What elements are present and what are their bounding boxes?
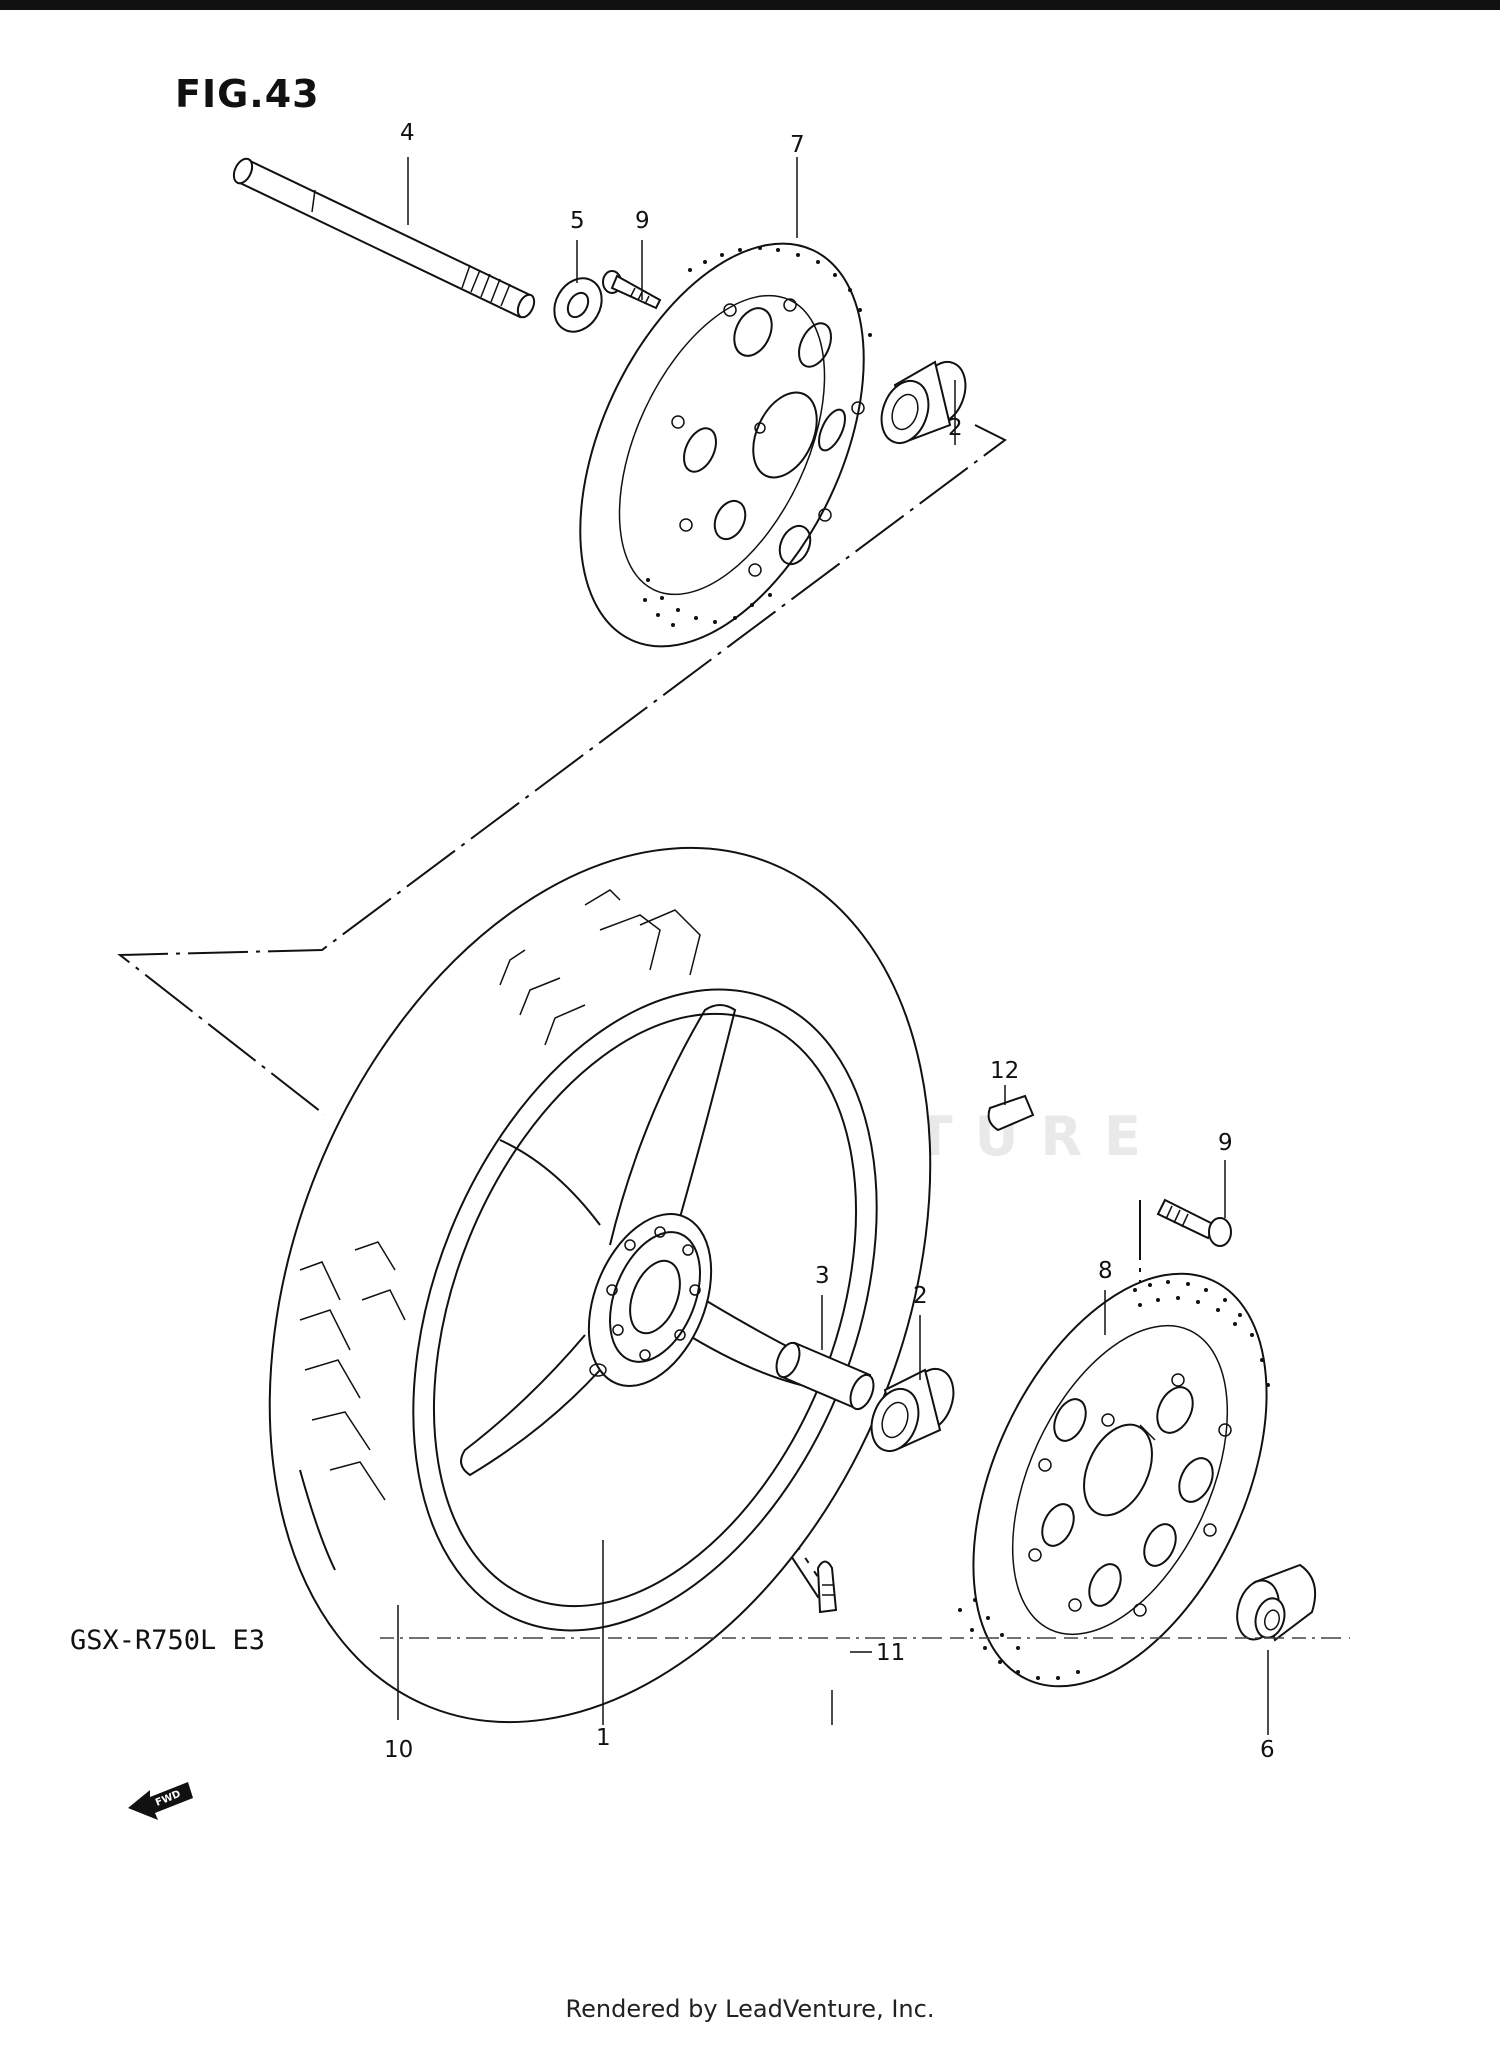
wheel-bearing-left[interactable]	[873, 355, 973, 449]
callout-5[interactable]: 5	[570, 208, 585, 234]
callout-3[interactable]: 3	[815, 1263, 830, 1289]
front-wheel[interactable]	[325, 921, 965, 1700]
model-code: GSX-R750L E3	[70, 1625, 266, 1656]
callout-11[interactable]: 11	[876, 1640, 905, 1666]
top-border	[0, 0, 1500, 10]
callout-10[interactable]: 10	[384, 1737, 413, 1763]
callout-12[interactable]: 12	[990, 1058, 1019, 1084]
callout-8[interactable]: 8	[1098, 1258, 1113, 1284]
callout-2-upper[interactable]: 2	[948, 415, 963, 441]
alignment-line-upper	[117, 424, 1007, 1116]
front-axle[interactable]	[230, 156, 537, 320]
callout-leaders	[397, 157, 1269, 1735]
brake-disc-right[interactable]	[914, 1228, 1327, 1732]
callout-9-upper[interactable]: 9	[635, 208, 650, 234]
callout-4[interactable]: 4	[400, 120, 415, 146]
callout-2-lower[interactable]: 2	[913, 1283, 928, 1309]
brake-disc-left[interactable]	[522, 199, 921, 690]
disc-bolt-upper[interactable]	[602, 270, 662, 310]
washer-spacer[interactable]	[545, 270, 611, 340]
wheel-spacer[interactable]	[772, 1340, 878, 1413]
collar-spacer[interactable]	[1231, 1563, 1316, 1644]
callout-1[interactable]: 1	[596, 1725, 611, 1751]
callout-7[interactable]: 7	[790, 132, 805, 158]
tire-valve[interactable]	[816, 1560, 872, 1653]
callout-6[interactable]: 6	[1260, 1737, 1275, 1763]
callout-9-lower[interactable]: 9	[1218, 1130, 1233, 1156]
disc-bolt-lower[interactable]	[1156, 1198, 1232, 1247]
valve-cap[interactable]	[987, 1094, 1035, 1132]
figure-title: FIG.43	[175, 72, 320, 116]
forward-arrow-icon: FWD	[128, 1782, 193, 1820]
footer-credit: Rendered by LeadVenture, Inc.	[565, 1995, 935, 2023]
wheel-bearing-right[interactable]	[863, 1362, 961, 1457]
